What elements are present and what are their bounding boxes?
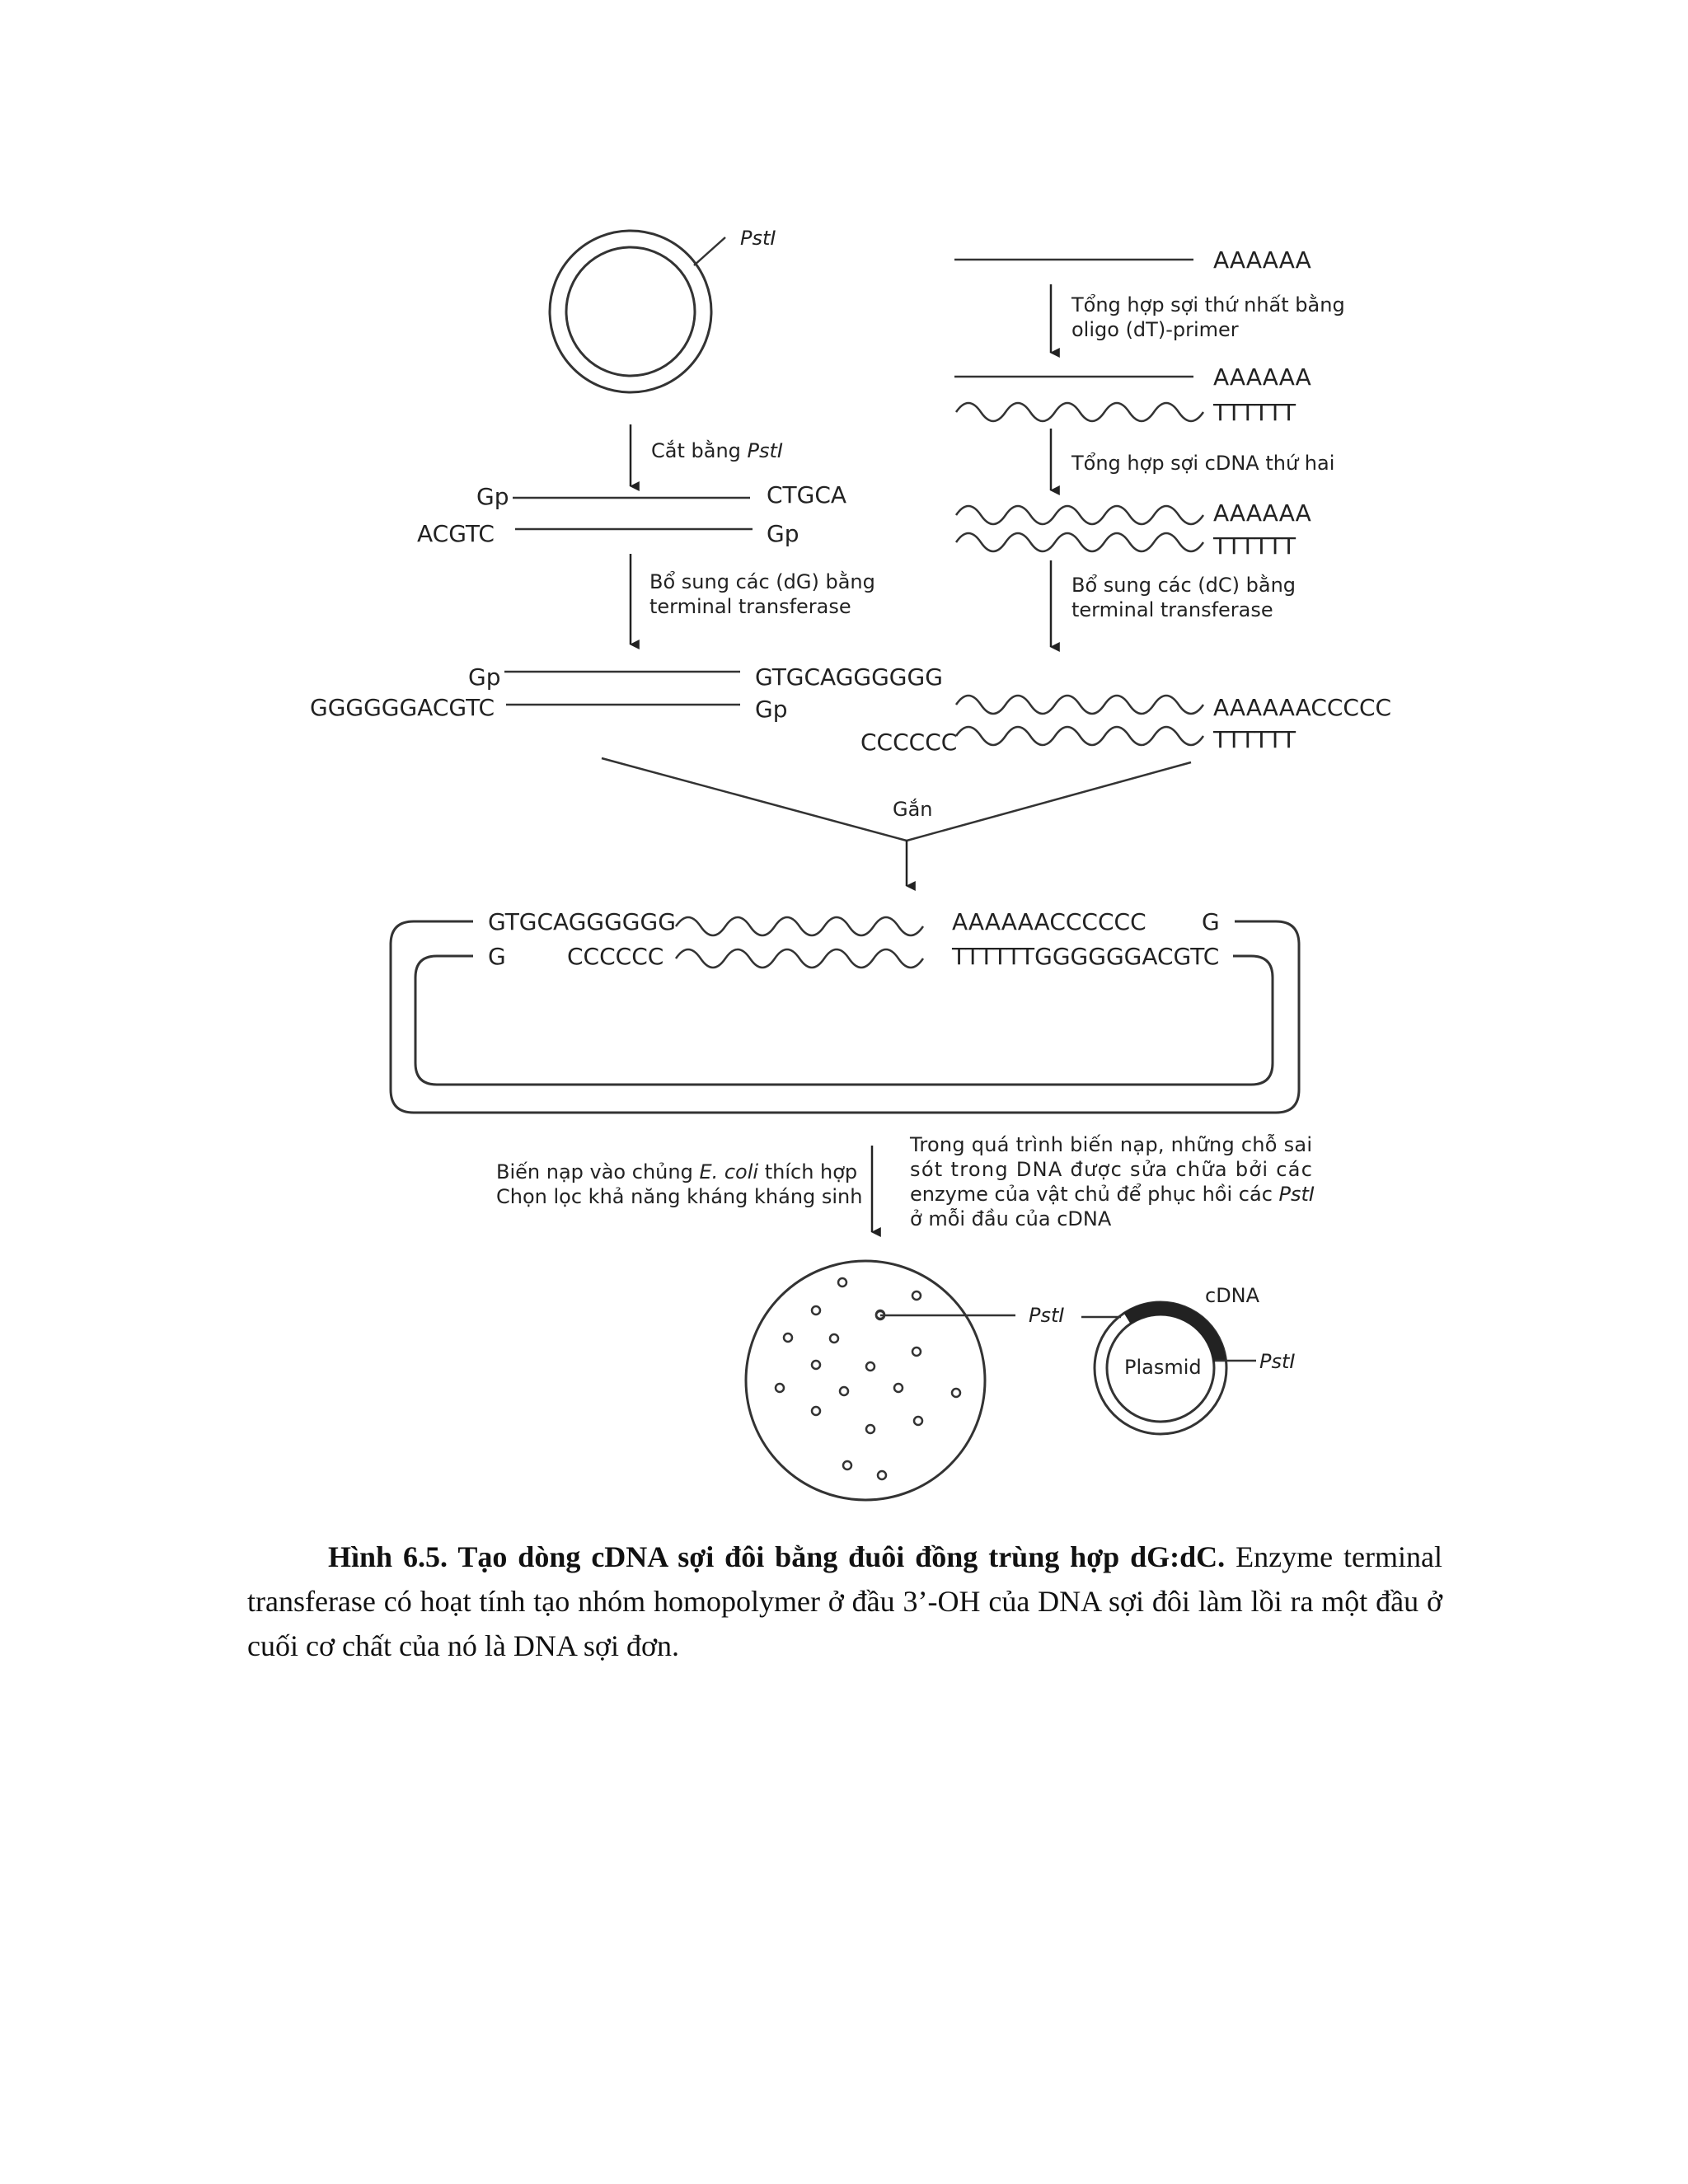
mrna: AAAAAA — [954, 246, 1311, 274]
pst-site-label: PstI — [740, 227, 776, 250]
svg-text:CCCCCC: CCCCCC — [567, 943, 663, 970]
add-dc-label-2: terminal transferase — [1071, 598, 1273, 621]
svg-text:AAAAAA: AAAAAA — [1213, 499, 1311, 527]
cut-label: Cắt bằng PstI — [651, 438, 783, 462]
add-dg-label-1: Bổ sung các (dG) bằng — [649, 569, 875, 593]
first-strand-label-2: oligo (dT)-primer — [1071, 318, 1239, 341]
recombinant-molecule: GTGCAGGGGGG AAAAAACCCCCC G G CCCCCC TTTT… — [389, 908, 1301, 1114]
add-dg-label-2: terminal transferase — [649, 595, 851, 618]
svg-text:AAAAAACCCCC: AAAAAACCCCC — [1213, 694, 1391, 721]
cut-vector-ends: Gp CTGCA ACGTC Gp — [417, 481, 846, 547]
repair-note-3: enzyme của vật chủ để phục hồi các PstI — [910, 1183, 1315, 1206]
svg-text:CTGCA: CTGCA — [767, 481, 846, 509]
ds-cdna: AAAAAA TTTTTT — [954, 499, 1311, 560]
svg-text:Gp: Gp — [767, 520, 799, 547]
svg-text:TTTTTTGGGGGGACGTC: TTTTTTGGGGGGACGTC — [951, 943, 1219, 970]
svg-text:CCCCCC: CCCCCC — [860, 729, 957, 756]
svg-text:GTGCAGGGGGG: GTGCAGGGGGG — [488, 908, 676, 935]
svg-text:GGGGGGACGTC: GGGGGGACGTC — [310, 694, 495, 721]
repair-note-4: ở mỗi đầu của cDNA — [910, 1207, 1112, 1230]
annealing-lines — [601, 757, 1192, 842]
svg-text:ACGTC: ACGTC — [417, 520, 495, 547]
cdna-label: cDNA — [1205, 1284, 1260, 1307]
second-strand-label: Tổng hợp sợi cDNA thứ hai — [1071, 452, 1334, 475]
add-dc-label-1: Bổ sung các (dC) bằng — [1071, 573, 1296, 597]
svg-text:Gp: Gp — [476, 483, 509, 510]
svg-text:G: G — [1202, 908, 1220, 935]
svg-text:AAAAAACCCCCC: AAAAAACCCCCC — [952, 908, 1146, 935]
colonies — [774, 1277, 962, 1481]
svg-text:Gp: Gp — [468, 663, 500, 691]
figure-caption: Hình 6.5. Tạo dòng cDNA sợi đôi bằng đuô… — [247, 1535, 1442, 1668]
svg-text:AAAAAA: AAAAAA — [1213, 363, 1311, 391]
recombinant-plasmid — [1081, 1301, 1256, 1436]
svg-text:TTTTTT: TTTTTT — [1212, 726, 1296, 753]
svg-text:TTTTTT: TTTTTT — [1212, 399, 1296, 426]
dg-tailed-vector: Gp GTGCAGGGGGG GGGGGGACGTC Gp — [310, 663, 943, 723]
hybrid-mrna-cdna: AAAAAA TTTTTT — [954, 363, 1311, 426]
vector-plasmid — [548, 229, 726, 394]
repair-note-1: Trong quá trình biến nạp, những chỗ sai — [909, 1132, 1312, 1156]
anneal-label: Gắn — [893, 797, 933, 821]
plasmid-label: Plasmid — [1124, 1356, 1202, 1379]
first-strand-label-1: Tổng hợp sợi thứ nhất bằng — [1071, 293, 1345, 316]
plate-pst-label: PstI — [1029, 1304, 1064, 1327]
cdna-cloning-diagram: PstI Cắt bằng PstI Gp CTGCA ACGTC Gp Bổ … — [310, 227, 1391, 1502]
svg-text:Gp: Gp — [755, 696, 787, 723]
dc-tailed-cdna: AAAAAACCCCC CCCCCC TTTTTT — [860, 694, 1391, 756]
transform-label-2: Chọn lọc khả năng kháng kháng sinh — [496, 1185, 862, 1208]
petri-plate — [744, 1259, 1015, 1502]
svg-text:G: G — [488, 943, 506, 970]
svg-text:TTTTTT: TTTTTT — [1212, 532, 1296, 560]
svg-text:GTGCAGGGGGG: GTGCAGGGGGG — [755, 663, 943, 691]
svg-text:AAAAAA: AAAAAA — [1213, 246, 1311, 274]
repair-note-2: sót trong DNA được sửa chữa bởi các — [910, 1158, 1312, 1181]
plasmid-pst-label: PstI — [1259, 1350, 1295, 1373]
caption-body: Enzyme terminal transferase có hoạt tính… — [247, 1540, 1442, 1662]
transform-label-1: Biến nạp vào chủng E. coli thích hợp — [496, 1160, 857, 1183]
cdna-insert — [1123, 1301, 1226, 1362]
caption-title: Hình 6.5. Tạo dòng cDNA sợi đôi bằng đuô… — [328, 1540, 1226, 1573]
